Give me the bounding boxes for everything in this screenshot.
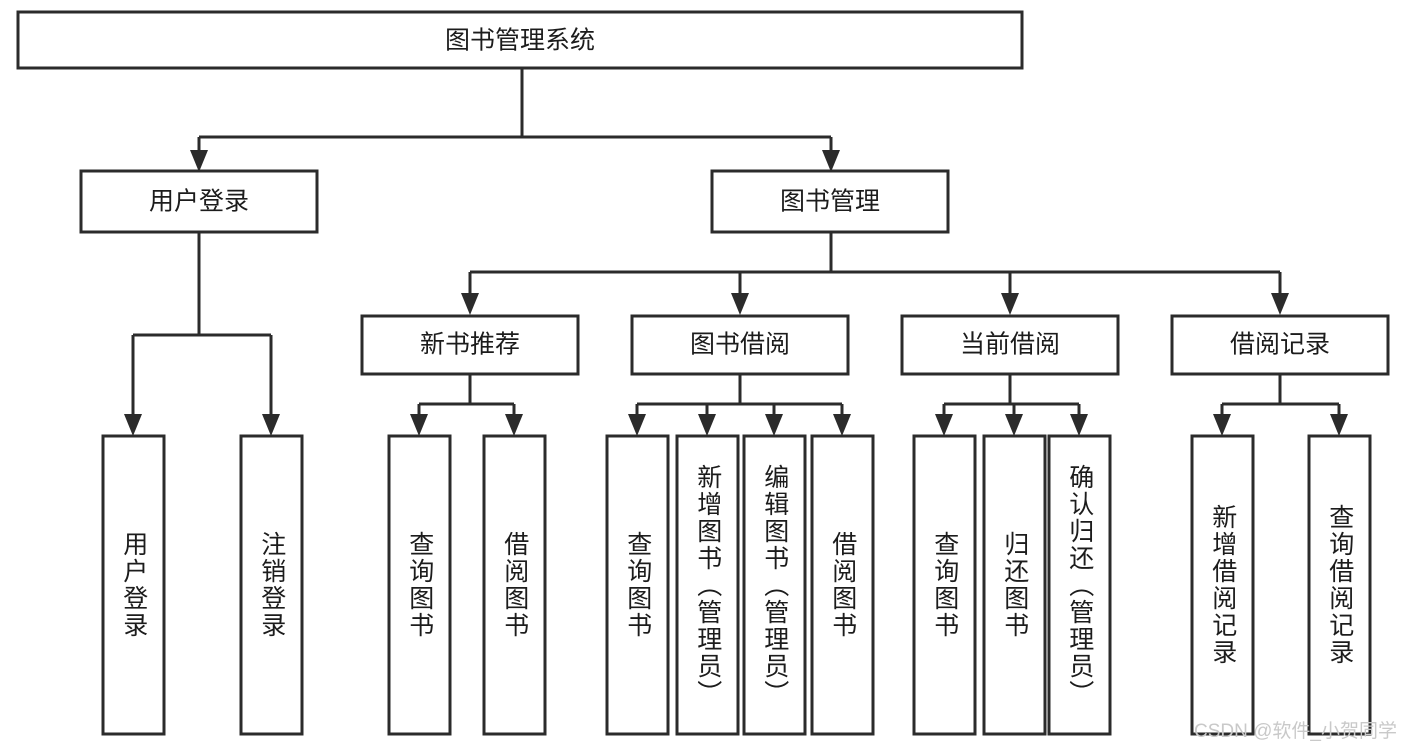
arrowhead-book-borrow — [731, 293, 749, 315]
arrowhead-borrow-record — [1271, 293, 1289, 315]
connector-book-borrow-branch — [635, 374, 844, 424]
node-current-borrow[interactable]: 当前借阅 — [900, 314, 1120, 376]
connector-root-trunk — [197, 68, 833, 160]
node-borrow-record[interactable]: 借阅记录 — [1170, 314, 1390, 376]
node-book-borrow-label: 图书借阅 — [690, 331, 790, 359]
node-book-manage[interactable]: 图书管理 — [710, 169, 950, 234]
node-current-borrow-box[interactable] — [900, 314, 1120, 376]
node-leaf-borrow-book-a-box[interactable] — [482, 434, 547, 736]
node-leaf-user-login-box[interactable] — [101, 434, 166, 736]
arrowhead-user-login — [190, 150, 208, 172]
node-current-borrow-label: 当前借阅 — [960, 331, 1060, 359]
arrowhead-leaf-logout — [262, 414, 280, 436]
arrowhead-leaf-query-record — [1330, 414, 1348, 436]
connector-group — [124, 68, 1348, 436]
connector-user-login-branch — [131, 232, 273, 424]
node-leaf-query-book-b-box[interactable] — [605, 434, 670, 736]
node-new-book-rec[interactable]: 新书推荐 — [360, 314, 580, 376]
arrowhead-leaf-user-login — [124, 414, 142, 436]
node-root[interactable]: 图书管理系统 — [16, 10, 1024, 70]
node-leaf-query-record-box[interactable] — [1307, 434, 1372, 736]
arrowhead-leaf-add-book — [698, 414, 716, 436]
arrowhead-leaf-edit-book — [765, 414, 783, 436]
node-leaf-logout-box[interactable] — [239, 434, 304, 736]
node-leaf-query-book-a-box[interactable] — [387, 434, 452, 736]
arrowhead-leaf-borrow-book-b — [833, 414, 851, 436]
node-leaf-add-book-box[interactable] — [675, 434, 740, 736]
arrowhead-current-borrow — [1001, 293, 1019, 315]
node-user-login-box[interactable] — [79, 169, 319, 234]
node-leaf-query-book-c-box[interactable] — [912, 434, 977, 736]
node-new-book-rec-box[interactable] — [360, 314, 580, 376]
node-borrow-record-label: 借阅记录 — [1230, 331, 1330, 359]
node-leaf-confirm-return-box[interactable] — [1047, 434, 1112, 736]
arrowhead-leaf-confirm-return — [1070, 414, 1088, 436]
connector-new-book-rec-branch — [417, 374, 516, 424]
arrowhead-leaf-return-book — [1005, 414, 1023, 436]
arrowhead-book-manage — [822, 150, 840, 172]
node-book-borrow-box[interactable] — [630, 314, 850, 376]
node-new-book-rec-label: 新书推荐 — [420, 331, 520, 359]
csdn-watermark: CSDN @软件_小贺同学 — [1194, 721, 1397, 742]
arrowhead-leaf-borrow-book-a — [505, 414, 523, 436]
node-book-borrow[interactable]: 图书借阅 — [630, 314, 850, 376]
arrowhead-leaf-query-book-c — [935, 414, 953, 436]
arrowhead-leaf-add-record — [1213, 414, 1231, 436]
node-leaf-edit-book-box[interactable] — [742, 434, 807, 736]
node-leaf-add-record-box[interactable] — [1190, 434, 1255, 736]
arrowhead-leaf-query-book-a — [410, 414, 428, 436]
connector-borrow-record-branch — [1220, 374, 1341, 424]
node-borrow-record-box[interactable] — [1170, 314, 1390, 376]
node-user-login-label: 用户登录 — [149, 188, 249, 216]
arrowhead-new-book-rec — [461, 293, 479, 315]
node-root-box[interactable] — [16, 10, 1024, 70]
node-book-manage-label: 图书管理 — [780, 188, 880, 216]
node-root-label: 图书管理系统 — [445, 27, 595, 55]
arrowhead-leaf-query-book-b — [628, 414, 646, 436]
node-leaf-borrow-book-b-box[interactable] — [810, 434, 875, 736]
node-leaf-return-book-box[interactable] — [982, 434, 1047, 736]
connector-book-manage-branch — [468, 232, 1282, 303]
node-book-manage-box[interactable] — [710, 169, 950, 234]
node-user-login[interactable]: 用户登录 — [79, 169, 319, 234]
